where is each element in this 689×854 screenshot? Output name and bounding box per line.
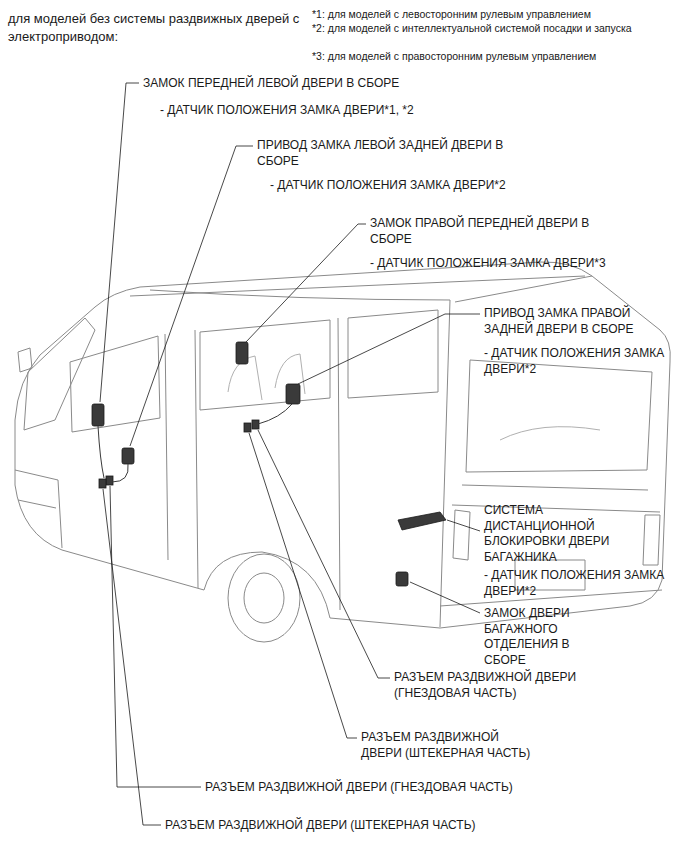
part-label: ЗАМОК ДВЕРИ БАГАЖНОГО ОТДЕЛЕНИЯ В СБОРЕ (484, 606, 599, 668)
part-label: ЗАМОК ПЕРЕДНЕЙ ЛЕВОЙ ДВЕРИ В СБОРЕ (143, 76, 399, 92)
footnote: *3: для моделей с правосторонним рулевым… (312, 50, 596, 64)
diagram-title: для моделей без системы раздвижных двере… (8, 10, 308, 45)
part-label: - ДАТЧИК ПОЛОЖЕНИЯ ЗАМКА ДВЕРИ*2 (484, 346, 674, 377)
part-label: СИСТЕМА ДИСТАНЦИОННОЙ БЛОКИРОВКИ ДВЕРИ Б… (484, 503, 624, 565)
part-label: РАЗЪЕМ РАЗДВИЖНОЙ ДВЕРИ (ГНЕЗДОВАЯ ЧАСТЬ… (394, 670, 624, 701)
part-label: РАЗЪЕМ РАЗДВИЖНОЙ ДВЕРИ (ШТЕКЕРНАЯ ЧАСТЬ… (361, 730, 531, 761)
footnote: *1: для моделей с левосторонним рулевым … (312, 8, 591, 22)
part-label: ЗАМОК ПРАВОЙ ПЕРЕДНЕЙ ДВЕРИ В СБОРЕ (370, 216, 602, 247)
part-label: ПРИВОД ЗАМКА ЛЕВОЙ ЗАДНЕЙ ДВЕРИ В СБОРЕ (257, 138, 547, 169)
part-label: - ДАТЧИК ПОЛОЖЕНИЯ ЗАМКА ДВЕРИ*2 (484, 568, 674, 599)
part-label: РАЗЪЕМ РАЗДВИЖНОЙ ДВЕРИ (ГНЕЗДОВАЯ ЧАСТЬ… (205, 780, 513, 796)
part-label: - ДАТЧИК ПОЛОЖЕНИЯ ЗАМКА ДВЕРИ*3 (370, 256, 608, 272)
part-label: - ДАТЧИК ПОЛОЖЕНИЯ ЗАМКА ДВЕРИ*1, *2 (160, 103, 414, 119)
part-label: - ДАТЧИК ПОЛОЖЕНИЯ ЗАМКА ДВЕРИ*2 (270, 178, 506, 194)
part-label: ПРИВОД ЗАМКА ПРАВОЙ ЗАДНЕЙ ДВЕРИ В СБОРЕ (484, 306, 679, 337)
footnote: *2: для моделей с интеллектуальной систе… (312, 22, 642, 36)
part-label: РАЗЪЕМ РАЗДВИЖНОЙ ДВЕРИ (ШТЕКЕРНАЯ ЧАСТЬ… (165, 818, 476, 834)
